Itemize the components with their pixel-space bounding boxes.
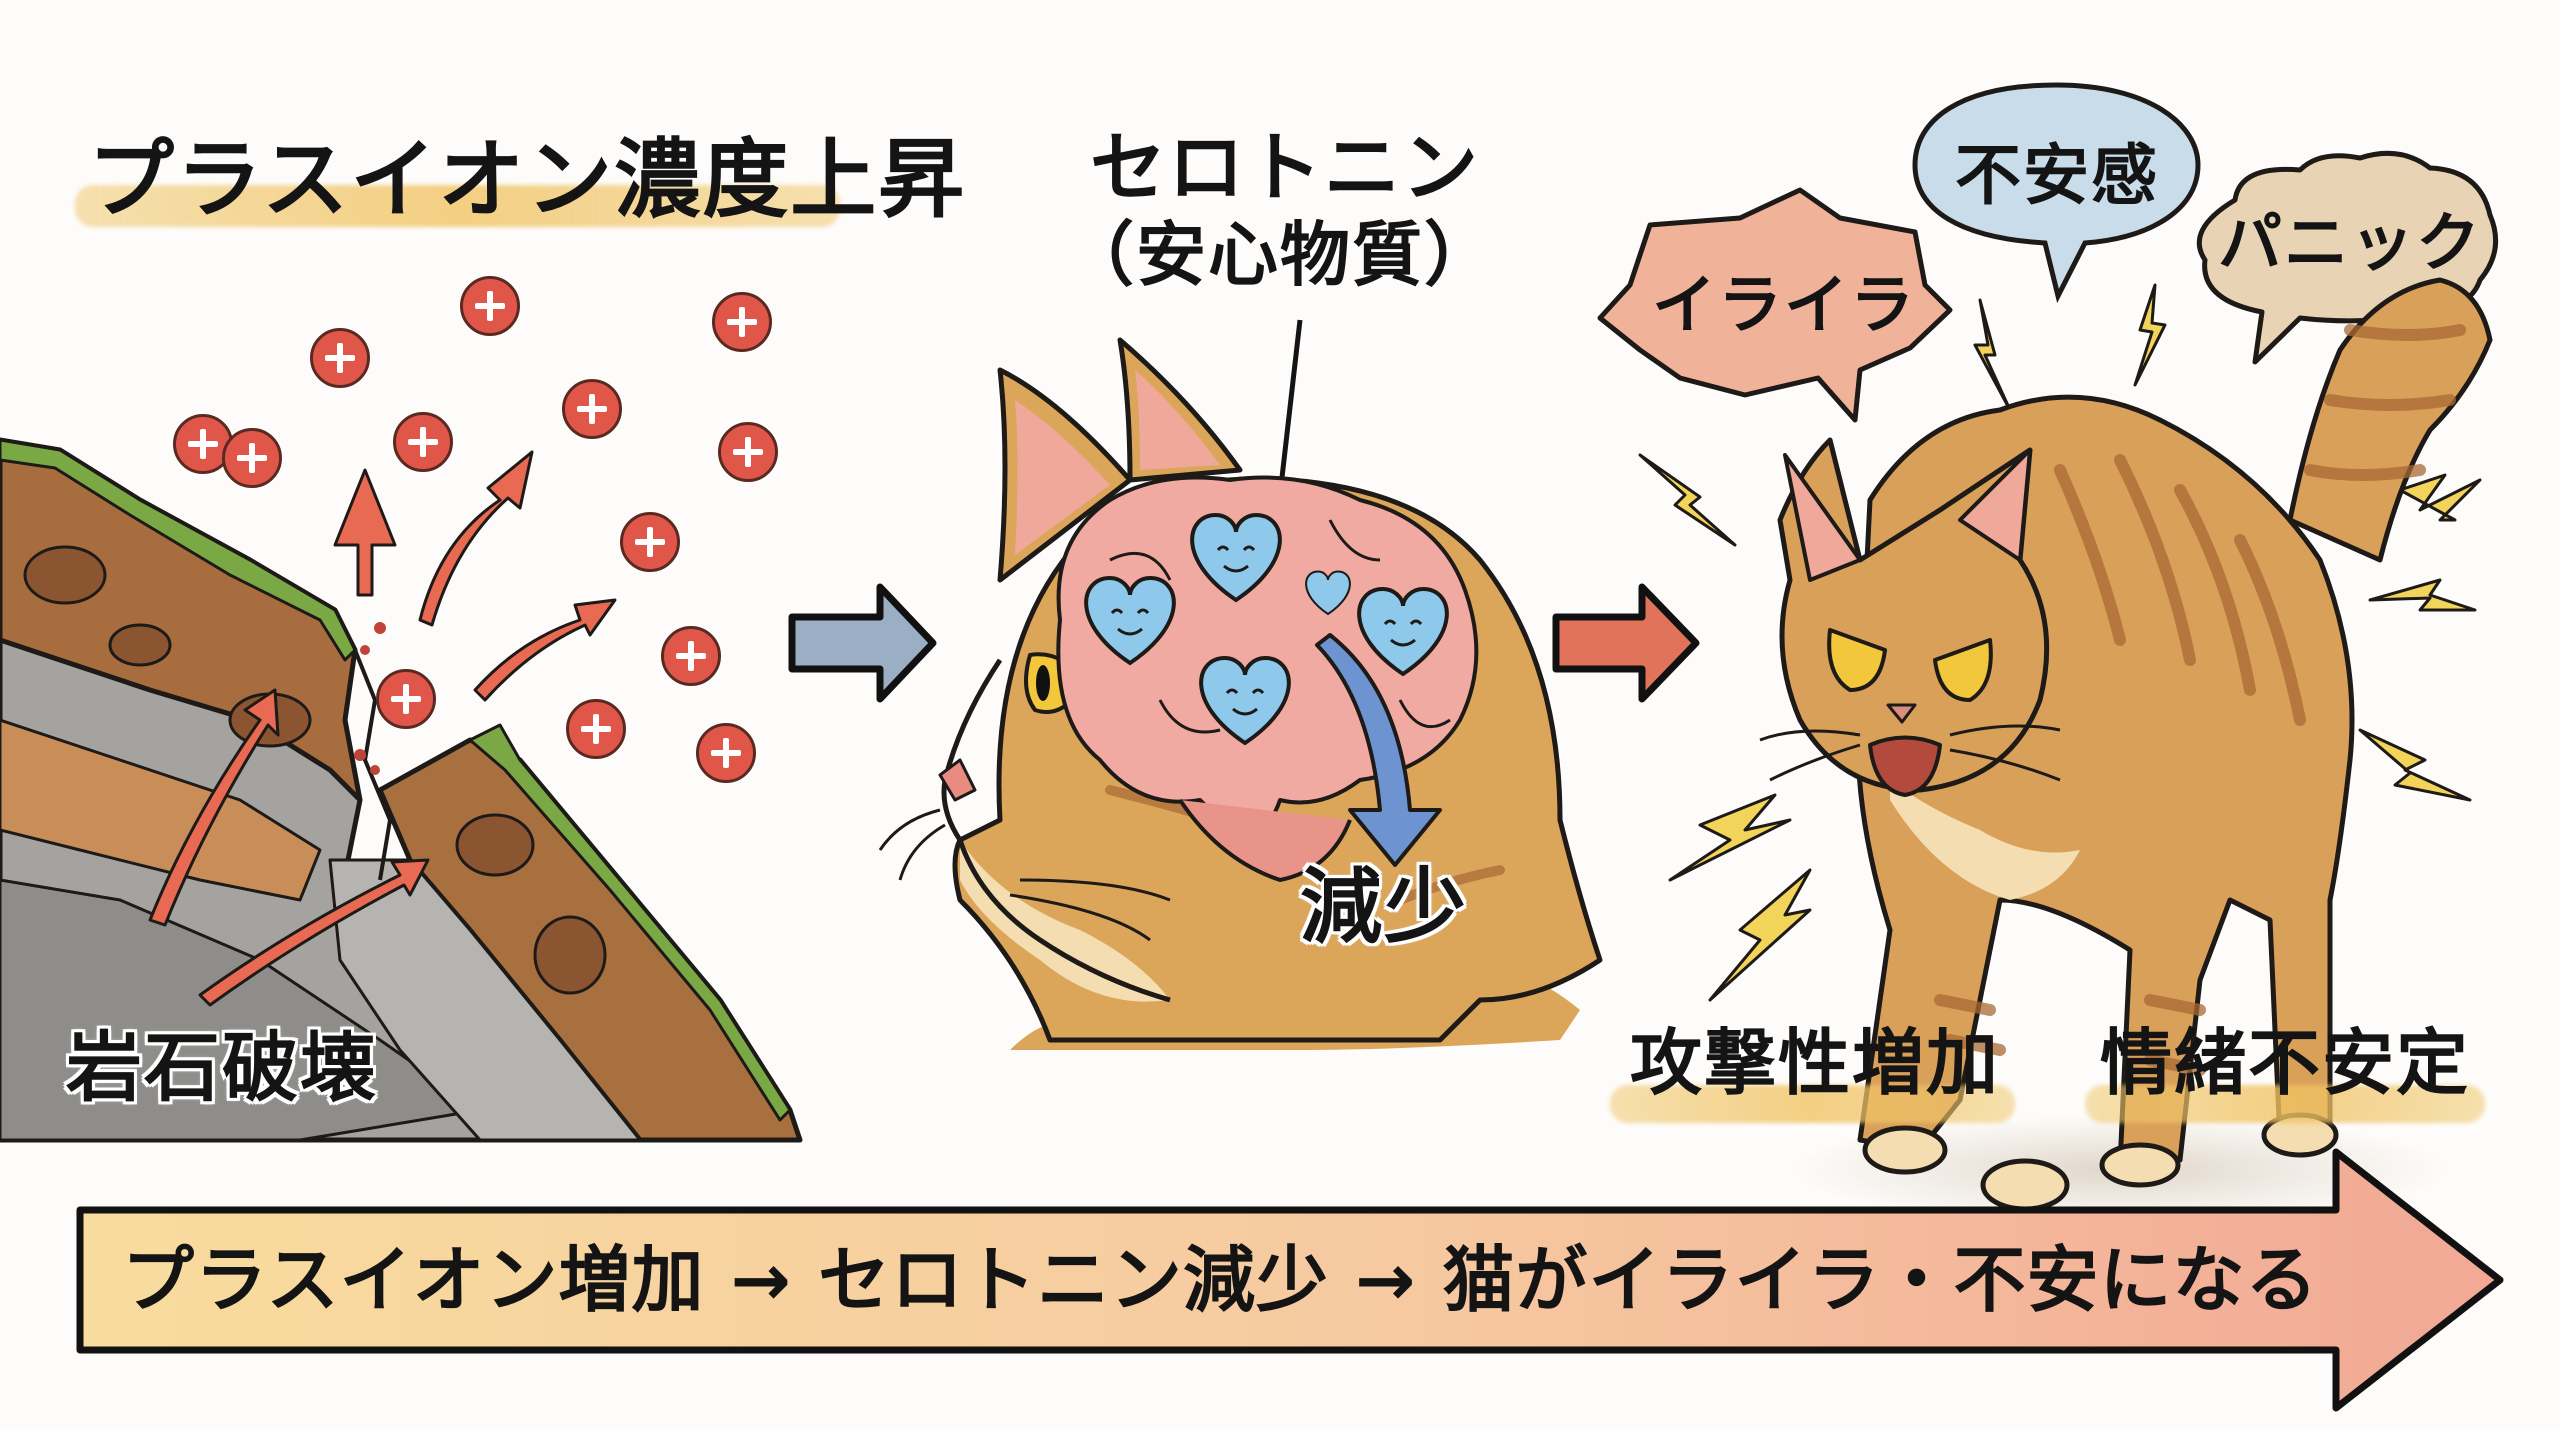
smiling-heart-icon	[1357, 586, 1449, 677]
lightning-bolt-icon	[1638, 453, 1737, 547]
rock-destruction-caption: 岩石破壊	[66, 1023, 378, 1112]
smiling-heart-icon	[1199, 655, 1291, 746]
lightning-bolt-icon	[2358, 728, 2472, 802]
title-highlight	[75, 185, 840, 227]
serotonin-subtitle: （安心物質）	[1064, 214, 1496, 296]
plus-ion-icon	[376, 669, 436, 729]
plus-ion-icon	[661, 626, 721, 686]
plus-ion-icon	[460, 276, 520, 336]
emotional-instability-label: 情緒不安定	[2100, 1021, 2471, 1105]
plus-ion-icon	[393, 412, 453, 472]
decrease-arrow-icon	[1315, 633, 1442, 867]
plus-ion-icon	[222, 428, 282, 488]
panic-bubble-text: パニック	[2218, 207, 2482, 281]
broken-rock-cliff-illustration	[0, 437, 803, 1143]
lightning-bolt-icon	[1708, 868, 1812, 1002]
plus-ion-icon	[566, 699, 626, 759]
summary-arrow-text: プラスイオン増加 → セロトニン減少 → 猫がイライラ・不安になる	[122, 1238, 2319, 1322]
plus-ion-icon	[712, 292, 772, 352]
lightning-bolt-icon	[1973, 298, 2012, 412]
serotonin-hearts	[1084, 512, 1449, 746]
anxiety-oval-bubble	[1912, 82, 2201, 304]
plus-ion-icon	[718, 422, 778, 482]
summary-flow-arrow	[76, 1148, 2504, 1412]
label-pointer-line	[1277, 319, 1303, 496]
anxiety-bubble-text: 不安感	[1955, 137, 2159, 214]
ion-emission-arrows	[148, 450, 617, 1007]
irritation-bubble-text: イライラ	[1652, 269, 1916, 343]
lightning-bolt-icon	[2368, 578, 2477, 612]
serotonin-title: セロトニン	[1090, 123, 1480, 212]
plus-ion-icon	[310, 328, 370, 388]
plus-ion-icon	[562, 379, 622, 439]
aggression-highlight	[1610, 1085, 2015, 1123]
angry-cat-illustration	[1759, 277, 2493, 1212]
lightning-bolt-icon	[2133, 283, 2167, 387]
lightning-bolts	[1638, 283, 2482, 1002]
smiling-heart-icon	[1190, 512, 1282, 603]
aggression-increase-label: 攻撃性増加	[1630, 1021, 2001, 1105]
smiling-heart-icon	[1084, 575, 1176, 666]
small-heart-icon	[1305, 570, 1351, 616]
lightning-bolt-icon	[1668, 793, 1792, 882]
plus-ion-icon	[696, 723, 756, 783]
irritation-burst-bubble	[1597, 187, 1953, 423]
decrease-label: 減少	[1300, 860, 1469, 955]
stage1-title: プラスイオン濃度上昇	[88, 130, 967, 230]
lightning-bolt-icon	[2398, 473, 2482, 522]
instability-highlight	[2085, 1085, 2485, 1123]
flow-arrow-red-icon	[1552, 583, 1700, 703]
flow-arrow-blue-icon	[788, 583, 937, 703]
plus-ion-icon	[620, 512, 680, 572]
